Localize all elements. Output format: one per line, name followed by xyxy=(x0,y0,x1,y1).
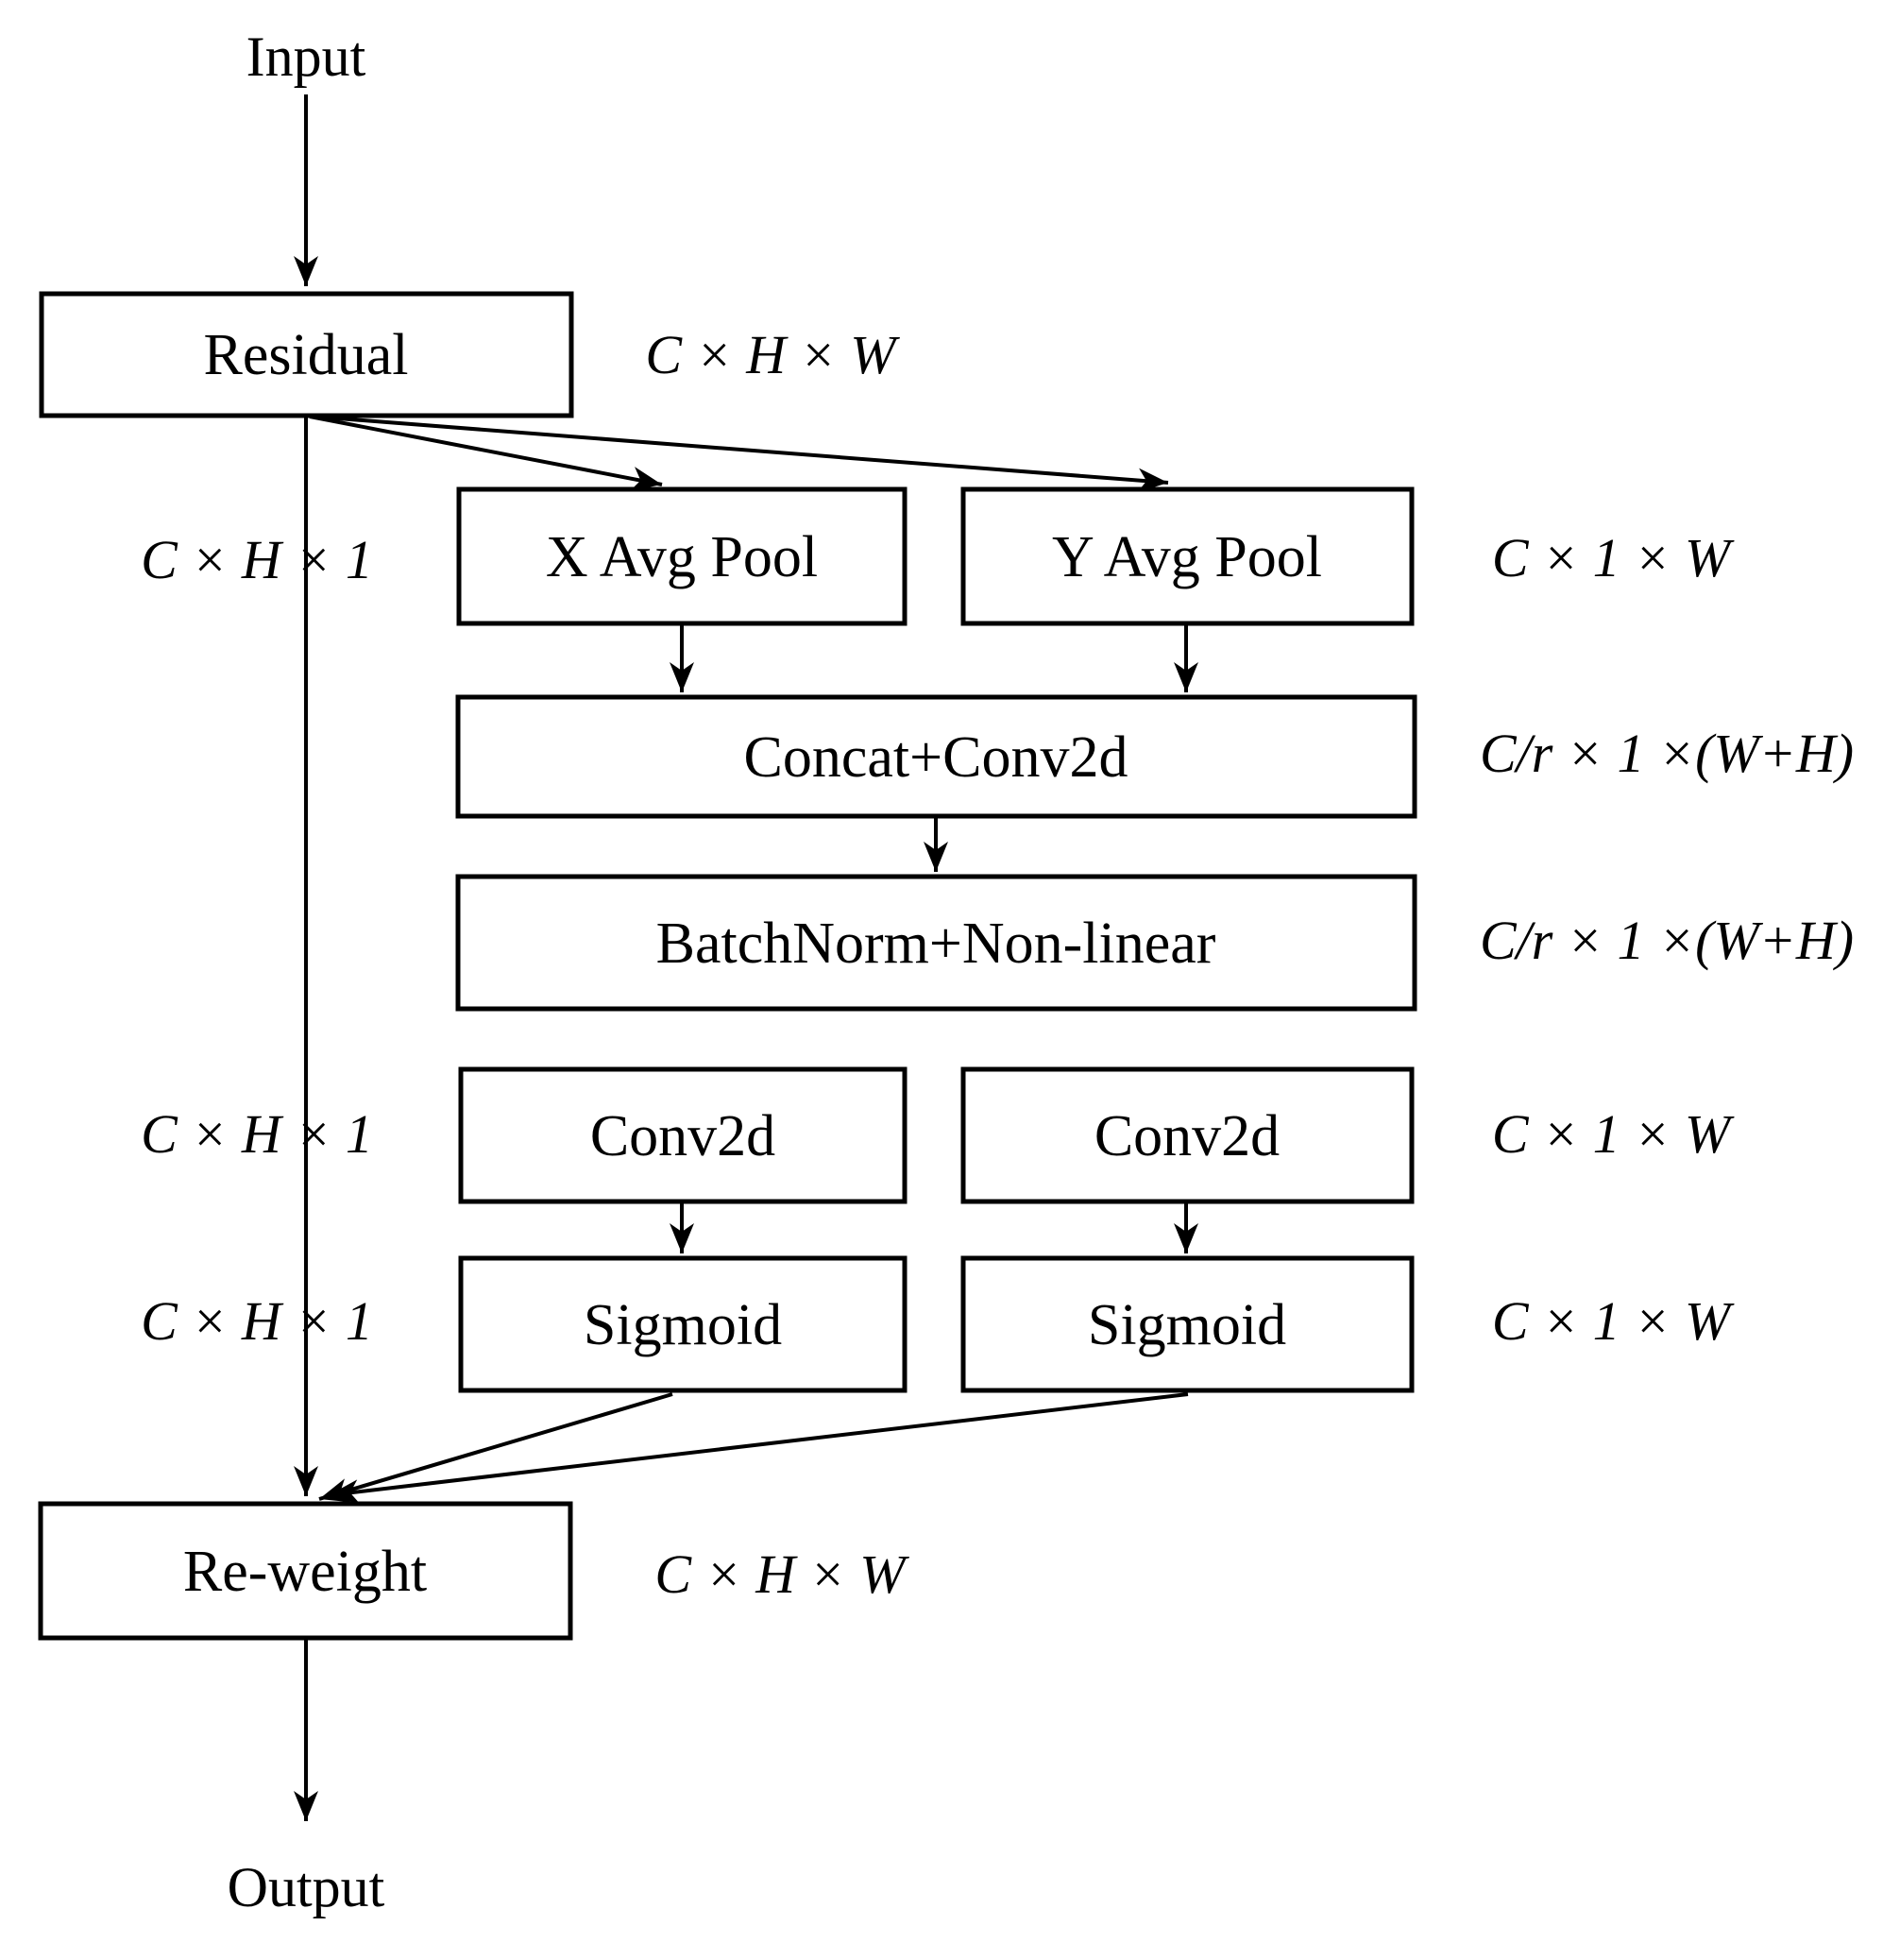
arrow-sigmoid-right-to-reweight xyxy=(328,1392,1189,1505)
dim-ypool-out: C × 1 × W xyxy=(1492,527,1735,588)
conv2d-left-box xyxy=(458,1066,908,1204)
re-weight-box-label: Re-weight xyxy=(183,1540,427,1604)
dim-residual-out: C × H × W xyxy=(645,324,900,385)
dim-reweight-out: C × H × W xyxy=(654,1543,909,1605)
residual-box-label: Residual xyxy=(204,323,409,387)
sigmoid-right-box xyxy=(960,1255,1415,1393)
conv2d-right-box xyxy=(960,1066,1415,1204)
dim-conv2d-right-out: C × 1 × W xyxy=(1492,1103,1735,1165)
dim-sigmoid-right-out: C × 1 × W xyxy=(1492,1290,1735,1352)
sigmoid-left-box xyxy=(458,1255,908,1393)
conv2d-left-box-label: Conv2d xyxy=(590,1104,775,1168)
input-label: Input xyxy=(246,26,366,88)
dim-xpool-out: C × H × 1 xyxy=(141,529,373,590)
dim-conv2d-left-out: C × H × 1 xyxy=(141,1103,373,1165)
y-avg-pool-box-label: Y Avg Pool xyxy=(1052,525,1322,589)
concat-conv2d-box xyxy=(455,694,1417,819)
x-avg-pool-box xyxy=(456,486,908,626)
x-avg-pool-box-label: X Avg Pool xyxy=(546,525,818,589)
y-avg-pool-box xyxy=(960,486,1415,626)
batchnorm-nonlinear-box xyxy=(455,874,1417,1012)
sigmoid-left-box-label: Sigmoid xyxy=(584,1293,782,1357)
conv2d-right-box-label: Conv2d xyxy=(1094,1104,1280,1168)
dim-concat-out: C/r × 1 ×(W+H) xyxy=(1480,723,1854,784)
concat-conv2d-box-label: Concat+Conv2d xyxy=(744,725,1128,790)
arrow-residual-to-y-avg-pool xyxy=(313,415,1169,493)
re-weight-box xyxy=(38,1501,573,1641)
arrow-residual-to-x-avg-pool xyxy=(309,415,663,491)
batchnorm-nonlinear-box-label: BatchNorm+Non-linear xyxy=(656,912,1216,976)
output-label: Output xyxy=(228,1856,385,1918)
sigmoid-right-box-label: Sigmoid xyxy=(1088,1293,1286,1357)
dim-batchnorm-out: C/r × 1 ×(W+H) xyxy=(1480,910,1854,971)
arrow-sigmoid-left-to-reweight xyxy=(318,1392,673,1503)
residual-box xyxy=(39,291,574,418)
dim-sigmoid-left-out: C × H × 1 xyxy=(141,1290,373,1352)
